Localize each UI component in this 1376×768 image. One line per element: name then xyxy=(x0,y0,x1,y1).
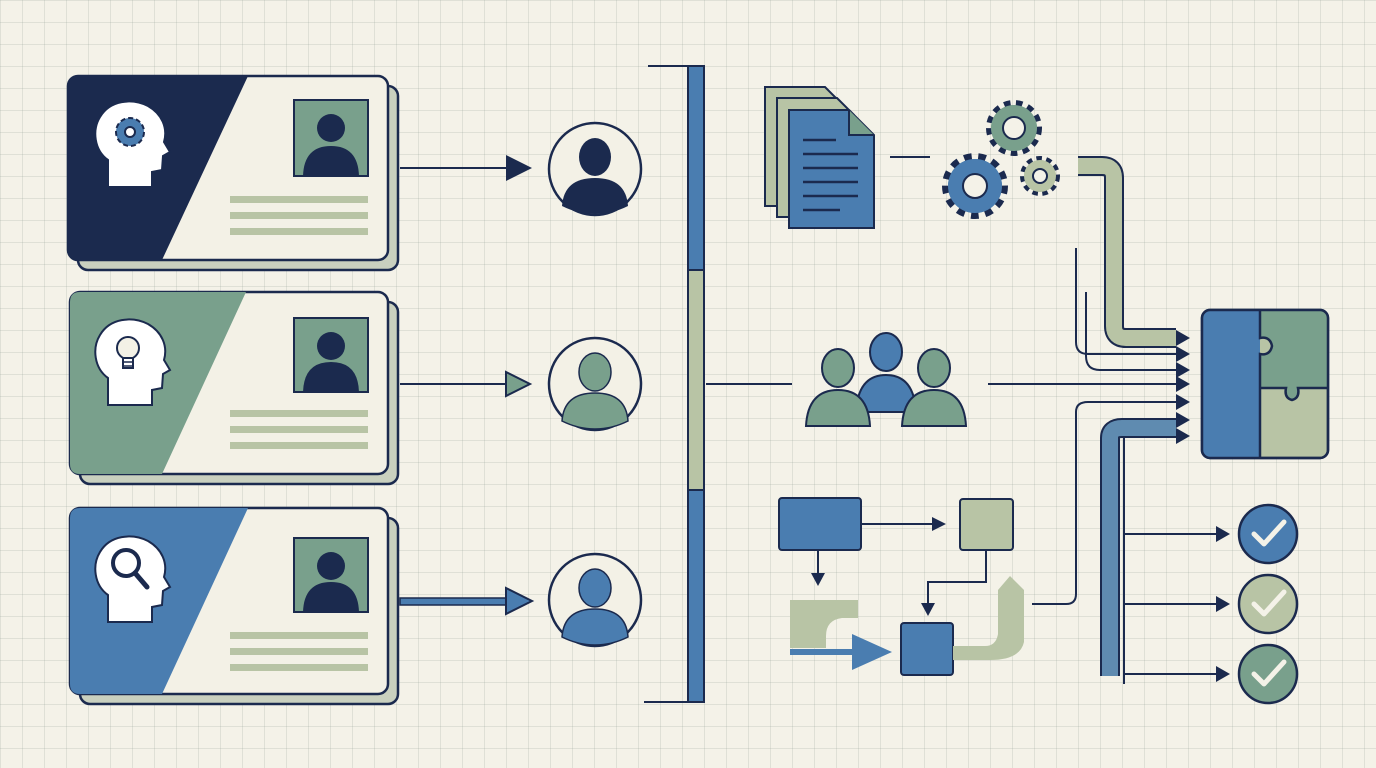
arrowhead xyxy=(506,155,532,181)
text-line xyxy=(230,632,368,639)
avatar-silhouette xyxy=(303,114,359,176)
connector-line xyxy=(399,597,507,606)
avatar-silhouette xyxy=(303,332,359,392)
text-line xyxy=(230,212,368,219)
text-line xyxy=(230,426,368,433)
profile-card-3 xyxy=(68,506,400,706)
outcome-connectors xyxy=(1124,526,1230,682)
flow-node xyxy=(900,622,954,676)
check-circle-icon xyxy=(1237,503,1299,565)
head-lightbulb-icon xyxy=(94,318,172,406)
text-line xyxy=(230,410,368,417)
flow-node xyxy=(778,497,862,551)
card-to-person-arrows xyxy=(399,155,535,616)
arrowhead xyxy=(505,586,535,616)
grouping-bracket xyxy=(644,65,792,703)
text-line xyxy=(230,228,368,235)
text-line xyxy=(230,664,368,671)
person-node-1 xyxy=(547,121,643,217)
documents-icon xyxy=(764,86,875,229)
puzzle-icon xyxy=(1200,308,1330,460)
text-line xyxy=(230,196,368,203)
gears-icon xyxy=(942,100,1060,219)
flow-node xyxy=(959,498,1014,551)
text-line xyxy=(230,442,368,449)
arrowhead xyxy=(505,370,533,398)
arrowheads xyxy=(1176,330,1190,444)
head-gear-icon xyxy=(94,100,172,188)
person-silhouette xyxy=(562,138,628,214)
converging-connectors xyxy=(1032,156,1190,684)
person-node-2 xyxy=(547,336,643,432)
team-icon xyxy=(804,332,968,427)
person-node-3 xyxy=(547,552,643,648)
text-line xyxy=(230,648,368,655)
person-silhouette xyxy=(561,352,629,430)
check-circle-icon xyxy=(1237,573,1299,635)
avatar-silhouette xyxy=(303,552,359,612)
profile-card-1 xyxy=(66,74,400,272)
person-silhouette xyxy=(561,568,629,646)
head-magnifier-icon xyxy=(94,535,172,623)
profile-card-2 xyxy=(68,290,400,486)
flowchart-icon xyxy=(778,497,1024,676)
check-circle-icon xyxy=(1237,643,1299,705)
